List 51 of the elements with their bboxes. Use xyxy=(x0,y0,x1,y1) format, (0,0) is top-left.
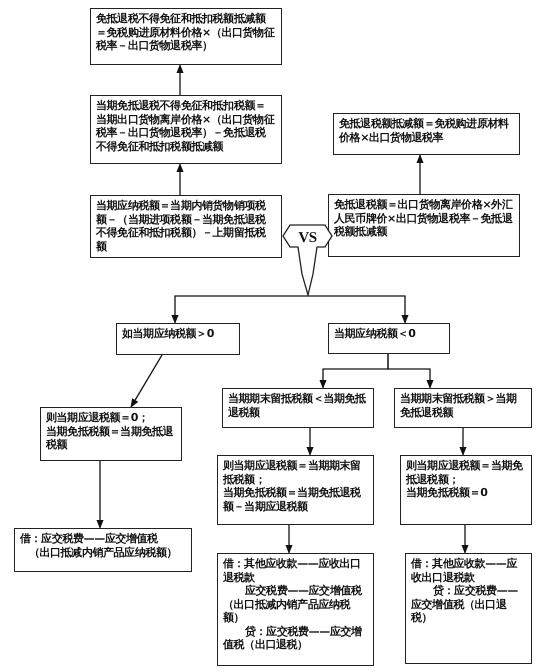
formula-text: 免抵退税额＝出口货物离岸价格×外汇人民币牌价×出口货物退税率－免抵退税额抵减额 xyxy=(334,198,514,238)
formula-text: 免抵退税额抵减额＝免税购进原材料价格×出口货物退税率 xyxy=(339,117,510,144)
formula-box xyxy=(116,323,240,355)
arrow xyxy=(176,163,184,195)
formula-box xyxy=(40,407,182,461)
formula-text: 借：其他应收款——应收出口退税款 xyxy=(411,557,518,584)
formula-box xyxy=(90,195,282,258)
arrow xyxy=(130,354,163,408)
formula-text: （出口抵减内销产品应纳税额） xyxy=(28,546,178,559)
formula-text: 则当期应退税额＝0； xyxy=(46,411,150,424)
formula-box xyxy=(400,455,532,525)
formula-text: 当期免抵退税不得免征和抵扣税额＝当期出口货物离岸价格×（出口货物征税率－出口货物退税率）－免抵退税不得免征和抵扣税额抵减额 xyxy=(96,99,276,153)
formula-text: 当期应纳税额＝当期内销货物销项税额－（当期进项税额－当期免抵退税不得免征和抵扣税额）－上期留抵税额 xyxy=(96,199,267,253)
formula-text: 当期免抵税额＝当期免抵退税额－当期应退税额 xyxy=(223,486,362,513)
arrow xyxy=(171,295,308,324)
formula-text: 免抵退税不得免征和抵扣税额抵减额＝免税购进原材料价格×（出口货物征税率－出口货物退税率） xyxy=(96,12,276,52)
formula-text: 当期期末留抵税额＜当期免抵退税额 xyxy=(228,392,367,419)
formula-text: 借：其他应收款——应收出口退税款 xyxy=(223,557,362,584)
arrow xyxy=(306,428,314,456)
comparison-shape xyxy=(282,224,333,296)
formula-text: 当期免抵税额＝0 xyxy=(406,486,488,500)
formula-box xyxy=(405,553,532,664)
arrow xyxy=(285,525,293,554)
formula-box xyxy=(394,388,532,428)
formula-box xyxy=(222,388,374,428)
formula-box xyxy=(217,553,374,666)
arrow xyxy=(96,461,104,529)
formula-text: 贷：应交税费——应交增值税（出口退税） xyxy=(411,584,519,624)
arrow xyxy=(459,428,467,456)
formula-box xyxy=(14,528,192,572)
formula-box xyxy=(328,194,520,257)
formula-text: 借：应交税费——应交增值税 xyxy=(20,532,159,546)
vs-label: VS xyxy=(297,230,318,246)
formula-text: 如当期应纳税额＞0 xyxy=(122,327,216,340)
arrow xyxy=(387,354,434,389)
formula-text: 贷：应交税费——应交增值税（出口退税） xyxy=(223,624,363,652)
formula-text: 应交税费——应交增值税（出口抵减内销产品应纳税额） xyxy=(223,584,363,624)
arrow xyxy=(461,525,469,554)
formula-box xyxy=(328,323,450,354)
formula-text: 则当期应退税额＝当期期末留抵税额； xyxy=(223,459,362,486)
formula-box xyxy=(90,95,282,164)
formula-text: 当期应纳税额＜0 xyxy=(334,327,416,340)
formula-box xyxy=(333,113,520,155)
formula-text: 则当期应退税额＝当期免抵退税额； xyxy=(406,459,524,486)
arrow xyxy=(176,64,184,95)
arrow xyxy=(416,154,424,194)
formula-box xyxy=(90,8,282,65)
arrow xyxy=(308,295,409,324)
formula-box xyxy=(217,455,374,525)
formula-text: 当期免抵税额＝当期免抵退税额 xyxy=(46,424,174,452)
formula-text: 当期期末留抵税额＞当期免抵退税额 xyxy=(400,392,518,419)
